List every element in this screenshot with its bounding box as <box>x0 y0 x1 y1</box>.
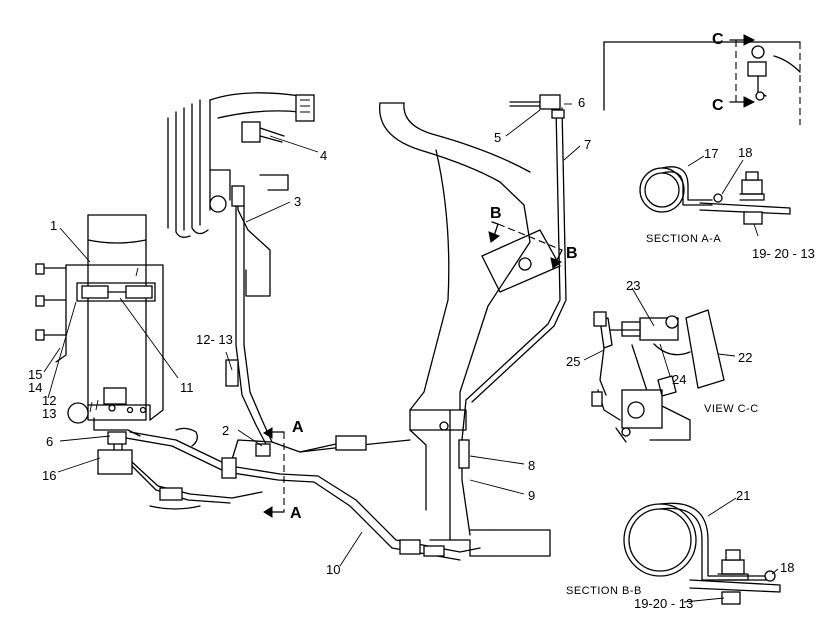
section-letter-b-right: B <box>566 245 578 262</box>
callout-labels: 1 2 3 4 5 6 6 7 8 9 10 11 12- 13 15 14 1… <box>28 95 815 611</box>
filter-assembly <box>35 214 164 437</box>
callout-12-13-mid: 12- 13 <box>196 332 233 347</box>
callout-14: 14 <box>28 380 42 395</box>
callout-18-bb: 18 <box>780 560 794 575</box>
callout-9: 9 <box>528 488 535 503</box>
captions: SECTION A-A VIEW C-C SECTION B-B <box>566 233 759 597</box>
section-b-cut <box>488 221 563 269</box>
section-a-cut <box>263 427 285 518</box>
callout-11: 11 <box>180 380 194 395</box>
callout-18-aa: 18 <box>738 145 752 160</box>
view-c-c-detail <box>591 309 725 443</box>
tube-10 <box>125 427 481 561</box>
callout-3: 3 <box>294 194 301 209</box>
pressure-switch <box>97 431 263 510</box>
section-letter-c-top: C <box>712 31 724 48</box>
section-letter-c-bottom: C <box>712 97 724 114</box>
leader-lines <box>43 103 779 603</box>
callout-21: 21 <box>736 488 750 503</box>
section-b-b-detail <box>623 502 781 605</box>
section-letter-a-bottom: A <box>290 505 302 522</box>
callout-22: 22 <box>738 350 752 365</box>
callout-24: 24 <box>672 372 686 387</box>
callout-17: 17 <box>704 146 718 161</box>
callout-15: 15 <box>28 367 42 382</box>
exhaust-pipe <box>379 102 561 557</box>
caption-view-c-c: VIEW C-C <box>704 403 759 415</box>
section-letters: A A B B C C <box>290 31 724 522</box>
tube-3 <box>225 205 273 449</box>
callout-10: 10 <box>326 562 340 577</box>
caption-section-b-b: SECTION B-B <box>566 585 642 597</box>
caption-section-a-a: SECTION A-A <box>646 233 721 245</box>
callout-1: 1 <box>50 218 57 233</box>
pulley-assembly <box>167 92 315 297</box>
callout-12-left: 12 <box>42 393 56 408</box>
callout-7: 7 <box>584 137 591 152</box>
callout-4: 4 <box>320 148 327 163</box>
callout-25: 25 <box>566 354 580 369</box>
section-letter-b-left: B <box>490 205 502 222</box>
callout-13-left: 13 <box>42 406 56 421</box>
callout-8: 8 <box>528 458 535 473</box>
tube-7 <box>458 94 567 536</box>
callout-19-aa: 19- 20 - 13 <box>752 246 815 261</box>
callout-2: 2 <box>222 423 229 438</box>
callout-16: 16 <box>42 468 56 483</box>
callout-5: 5 <box>494 130 501 145</box>
callout-6-top: 6 <box>578 95 585 110</box>
callout-23: 23 <box>626 278 640 293</box>
section-letter-a-top: A <box>292 419 304 436</box>
section-a-a-detail <box>639 166 791 225</box>
top-right-detail <box>603 34 801 125</box>
callout-19-bb: 19-20 - 13 <box>634 596 693 611</box>
callout-6-left: 6 <box>46 434 53 449</box>
